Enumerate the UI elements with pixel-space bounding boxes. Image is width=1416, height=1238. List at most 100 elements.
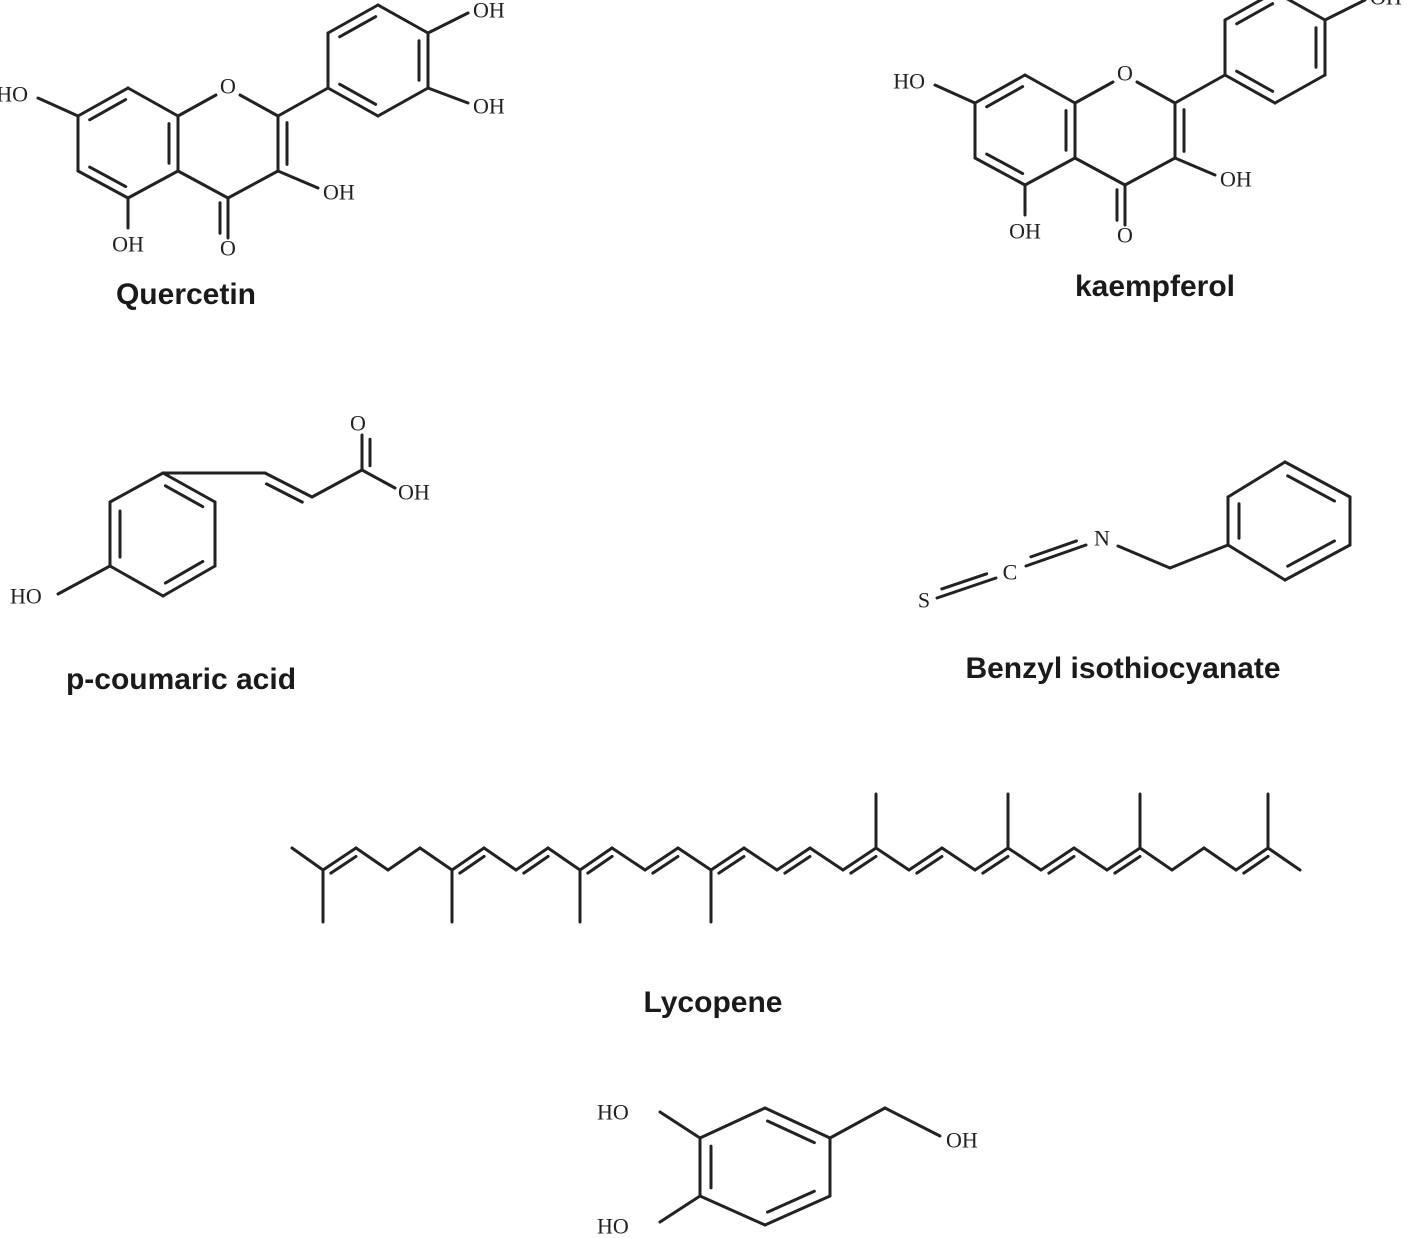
atom-label: OH <box>1009 219 1041 244</box>
bond <box>360 468 397 490</box>
bond <box>88 98 128 122</box>
bond <box>126 86 180 118</box>
bond <box>1029 539 1078 559</box>
bond <box>766 1119 816 1145</box>
bond <box>1242 854 1270 875</box>
bond <box>578 846 614 872</box>
bond <box>426 11 470 35</box>
bond <box>1024 543 1088 568</box>
bond <box>1168 543 1230 570</box>
bond <box>161 471 217 504</box>
bond <box>108 564 165 598</box>
bond <box>610 846 647 872</box>
atom-label: O <box>350 411 366 436</box>
bond <box>108 471 165 504</box>
atom-label: OH <box>473 94 505 119</box>
bond <box>651 854 680 875</box>
bond <box>36 96 80 118</box>
bond <box>310 468 364 499</box>
bond <box>698 1106 767 1140</box>
bond <box>717 854 746 875</box>
bond <box>1006 846 1043 872</box>
bond <box>1047 854 1076 875</box>
bond <box>290 846 325 872</box>
bond <box>935 576 998 600</box>
bond <box>226 169 280 200</box>
bond <box>1170 846 1206 872</box>
bond <box>546 846 582 872</box>
compound-name: Quercetin <box>116 278 256 311</box>
atom-label: OH <box>946 1128 978 1153</box>
bond <box>985 152 1025 176</box>
bond <box>386 846 422 872</box>
bond <box>849 854 878 875</box>
bond <box>426 86 470 105</box>
bond <box>329 854 358 875</box>
bond <box>276 86 330 118</box>
compound-name: kaempferol <box>1075 270 1235 303</box>
bond <box>973 156 1027 187</box>
bond <box>1235 2 1275 26</box>
bond <box>56 564 112 596</box>
bond <box>1123 156 1177 187</box>
bond <box>76 86 130 118</box>
bond <box>1266 846 1302 872</box>
bond <box>161 564 217 598</box>
molecule-benzyl-isothiocyanate: N C S <box>918 460 1352 613</box>
atom-label: OH <box>398 480 430 505</box>
bond <box>658 1110 702 1140</box>
bond <box>1283 543 1352 582</box>
bond <box>1235 69 1275 93</box>
bond <box>126 169 180 200</box>
bond <box>176 93 218 118</box>
bond <box>940 572 989 591</box>
bond <box>883 1106 942 1138</box>
bond <box>907 846 944 872</box>
bond <box>742 846 779 872</box>
bond <box>933 83 977 105</box>
atom-label: OH <box>112 232 144 257</box>
bond <box>276 169 320 190</box>
molecule-lycopene <box>290 792 1302 924</box>
bond <box>326 86 380 118</box>
bond <box>763 1194 832 1227</box>
bond <box>1105 846 1142 872</box>
bond <box>766 1189 816 1214</box>
bond <box>586 854 614 875</box>
atom-label: O <box>1117 61 1133 86</box>
bond <box>698 1194 767 1227</box>
bond <box>482 846 518 872</box>
atom-label: OH <box>473 0 505 23</box>
atom-label: N <box>1094 526 1110 551</box>
bond <box>338 82 378 106</box>
bond <box>163 559 205 585</box>
bond <box>321 846 358 872</box>
bond <box>418 846 454 872</box>
bond <box>1226 543 1287 582</box>
bond <box>808 846 845 872</box>
bond <box>775 846 812 872</box>
bond <box>1135 80 1177 105</box>
bond <box>828 1106 887 1140</box>
atom-label: HO <box>0 82 28 107</box>
bond <box>522 854 550 875</box>
atom-label: O <box>1117 223 1133 248</box>
bond <box>676 846 713 872</box>
atom-label: C <box>1003 560 1018 585</box>
bond <box>1202 846 1238 872</box>
bond <box>973 73 1027 105</box>
bond <box>1116 544 1172 570</box>
bond <box>1286 474 1336 503</box>
compound-name: Benzyl isothiocyanate <box>965 652 1280 685</box>
atom-label: O <box>220 74 236 99</box>
bond <box>841 846 878 872</box>
atom-label: OH <box>323 180 355 205</box>
bond <box>376 3 430 35</box>
atom-label: S <box>918 588 930 613</box>
atom-label: HO <box>597 1214 629 1238</box>
compound-name: p-coumaric acid <box>66 663 296 696</box>
